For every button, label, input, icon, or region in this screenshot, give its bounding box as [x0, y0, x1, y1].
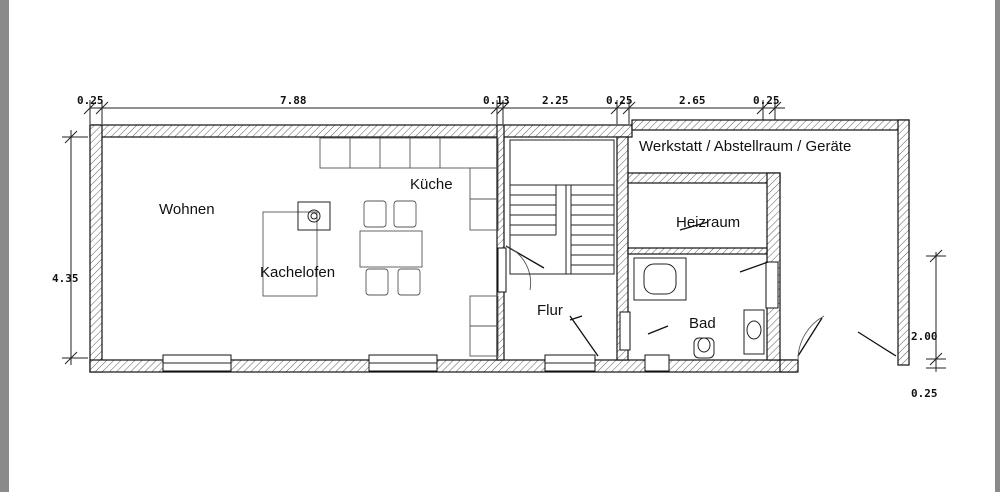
- viewer-right-edge: [995, 0, 1000, 492]
- dim-top-1: 0.25: [77, 94, 104, 107]
- walls: [89, 119, 910, 373]
- dim-top-3: 0.13: [483, 94, 510, 107]
- dining-table: [359, 200, 423, 296]
- windows: [162, 247, 779, 372]
- room-labels: Wohnen Küche Kachelofen Werkstatt / Abst…: [159, 138, 851, 332]
- room-label-kachelofen: Kachelofen: [260, 264, 335, 281]
- left-dimension-line: 4.35: [52, 130, 88, 365]
- dim-top-6: 2.65: [679, 94, 706, 107]
- dim-top-7: 0.25: [753, 94, 780, 107]
- room-label-heizraum: Heizraum: [676, 214, 740, 231]
- room-label-bad: Bad: [689, 315, 716, 332]
- wall-workshop-top: [631, 119, 910, 131]
- room-label-kueche: Küche: [410, 176, 453, 193]
- wall-kitchen-stair: [496, 124, 505, 361]
- wall-workshop-bottom: [779, 359, 799, 373]
- viewer-left-edge: [0, 0, 9, 492]
- wall-workshop-right: [897, 119, 910, 366]
- wall-heizraum-top: [627, 172, 781, 184]
- dim-top-2: 7.88: [280, 94, 307, 107]
- room-label-flur: Flur: [537, 302, 563, 319]
- room-label-wohnen: Wohnen: [159, 201, 215, 218]
- top-dimension-line: 0.25 7.88 0.13 2.25 0.25 2.65 0.25: [77, 94, 785, 124]
- dim-right-bottom: 0.25: [911, 387, 938, 400]
- wall-left: [89, 124, 103, 373]
- dim-top-5: 0.25: [606, 94, 633, 107]
- wall-top-main: [89, 124, 633, 138]
- bathroom-fixtures: [633, 257, 765, 359]
- dim-right-height: 2.00: [911, 330, 938, 343]
- kachelofen-stove: [262, 201, 331, 297]
- wall-heizraum-bad: [627, 247, 768, 255]
- right-dimension-line: 2.00 0.25: [911, 249, 946, 400]
- dim-left-height: 4.35: [52, 272, 79, 285]
- room-label-werkstatt: Werkstatt / Abstellraum / Geräte: [639, 138, 851, 155]
- doors: [505, 221, 897, 361]
- dim-top-4: 2.25: [542, 94, 569, 107]
- staircase: [509, 139, 615, 275]
- kitchen-counters: [319, 137, 499, 357]
